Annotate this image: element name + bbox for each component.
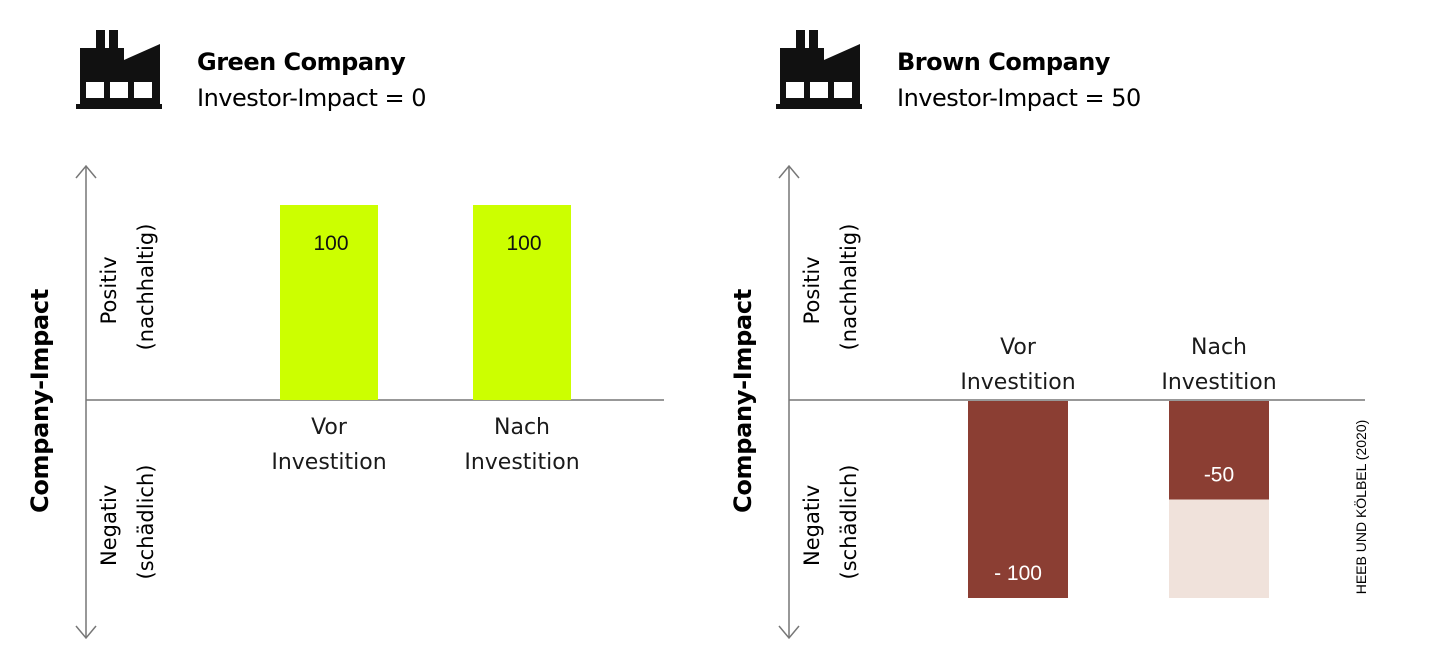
negative-label: Negativ (schädlich): [800, 465, 861, 580]
source-credit: HEEB UND KÖLBEL (2020): [1352, 420, 1369, 595]
category-label-line: Vor: [311, 415, 348, 440]
negative-label-line2: (schädlich): [837, 465, 861, 580]
positive-label-line2: (nachhaltig): [134, 224, 158, 351]
category-label-line: Nach: [494, 415, 550, 440]
negative-label-line1: Negativ: [97, 485, 121, 566]
bar: [968, 401, 1068, 598]
bar: [280, 205, 378, 400]
panel-title: Brown Company: [897, 48, 1111, 76]
category-label-line: Investition: [1161, 370, 1276, 395]
negative-label-line2: (schädlich): [134, 465, 158, 580]
factory-icon: [776, 30, 862, 109]
category-label-line: Investition: [960, 370, 1075, 395]
bar-value-label: -50: [1204, 464, 1234, 487]
panel-green: Green Company Investor-Impact = 0 Compan…: [26, 30, 664, 640]
negative-label-line1: Negativ: [800, 485, 824, 566]
bar: [473, 205, 571, 400]
panel-brown: Brown Company Investor-Impact = 50 Compa…: [729, 30, 1369, 640]
y-axis-title: Company-Impact: [729, 289, 757, 513]
bar-value-label: - 100: [994, 562, 1042, 585]
panel-subtitle: Investor-Impact = 50: [897, 84, 1141, 112]
category-label-line: Investition: [464, 450, 579, 475]
positive-label: Positiv (nachhaltig): [97, 224, 158, 351]
y-axis-title: Company-Impact: [26, 289, 54, 513]
y-axis: [75, 164, 97, 640]
negative-label: Negativ (schädlich): [97, 465, 158, 580]
category-label-line: Investition: [271, 450, 386, 475]
bar-value-label: 100: [313, 232, 348, 255]
bar: [1169, 401, 1269, 500]
panel-title: Green Company: [197, 48, 406, 76]
y-axis: [778, 164, 800, 640]
factory-icon: [76, 30, 162, 109]
positive-label-line1: Positiv: [800, 256, 824, 324]
positive-label: Positiv (nachhaltig): [800, 224, 861, 351]
bar-value-label: 100: [506, 232, 541, 255]
category-label-line: Nach: [1191, 335, 1247, 360]
bar-reduction-shade: [1169, 499, 1269, 598]
panel-subtitle: Investor-Impact = 0: [197, 84, 426, 112]
positive-label-line2: (nachhaltig): [837, 224, 861, 351]
category-label-line: Vor: [1000, 335, 1037, 360]
positive-label-line1: Positiv: [97, 256, 121, 324]
